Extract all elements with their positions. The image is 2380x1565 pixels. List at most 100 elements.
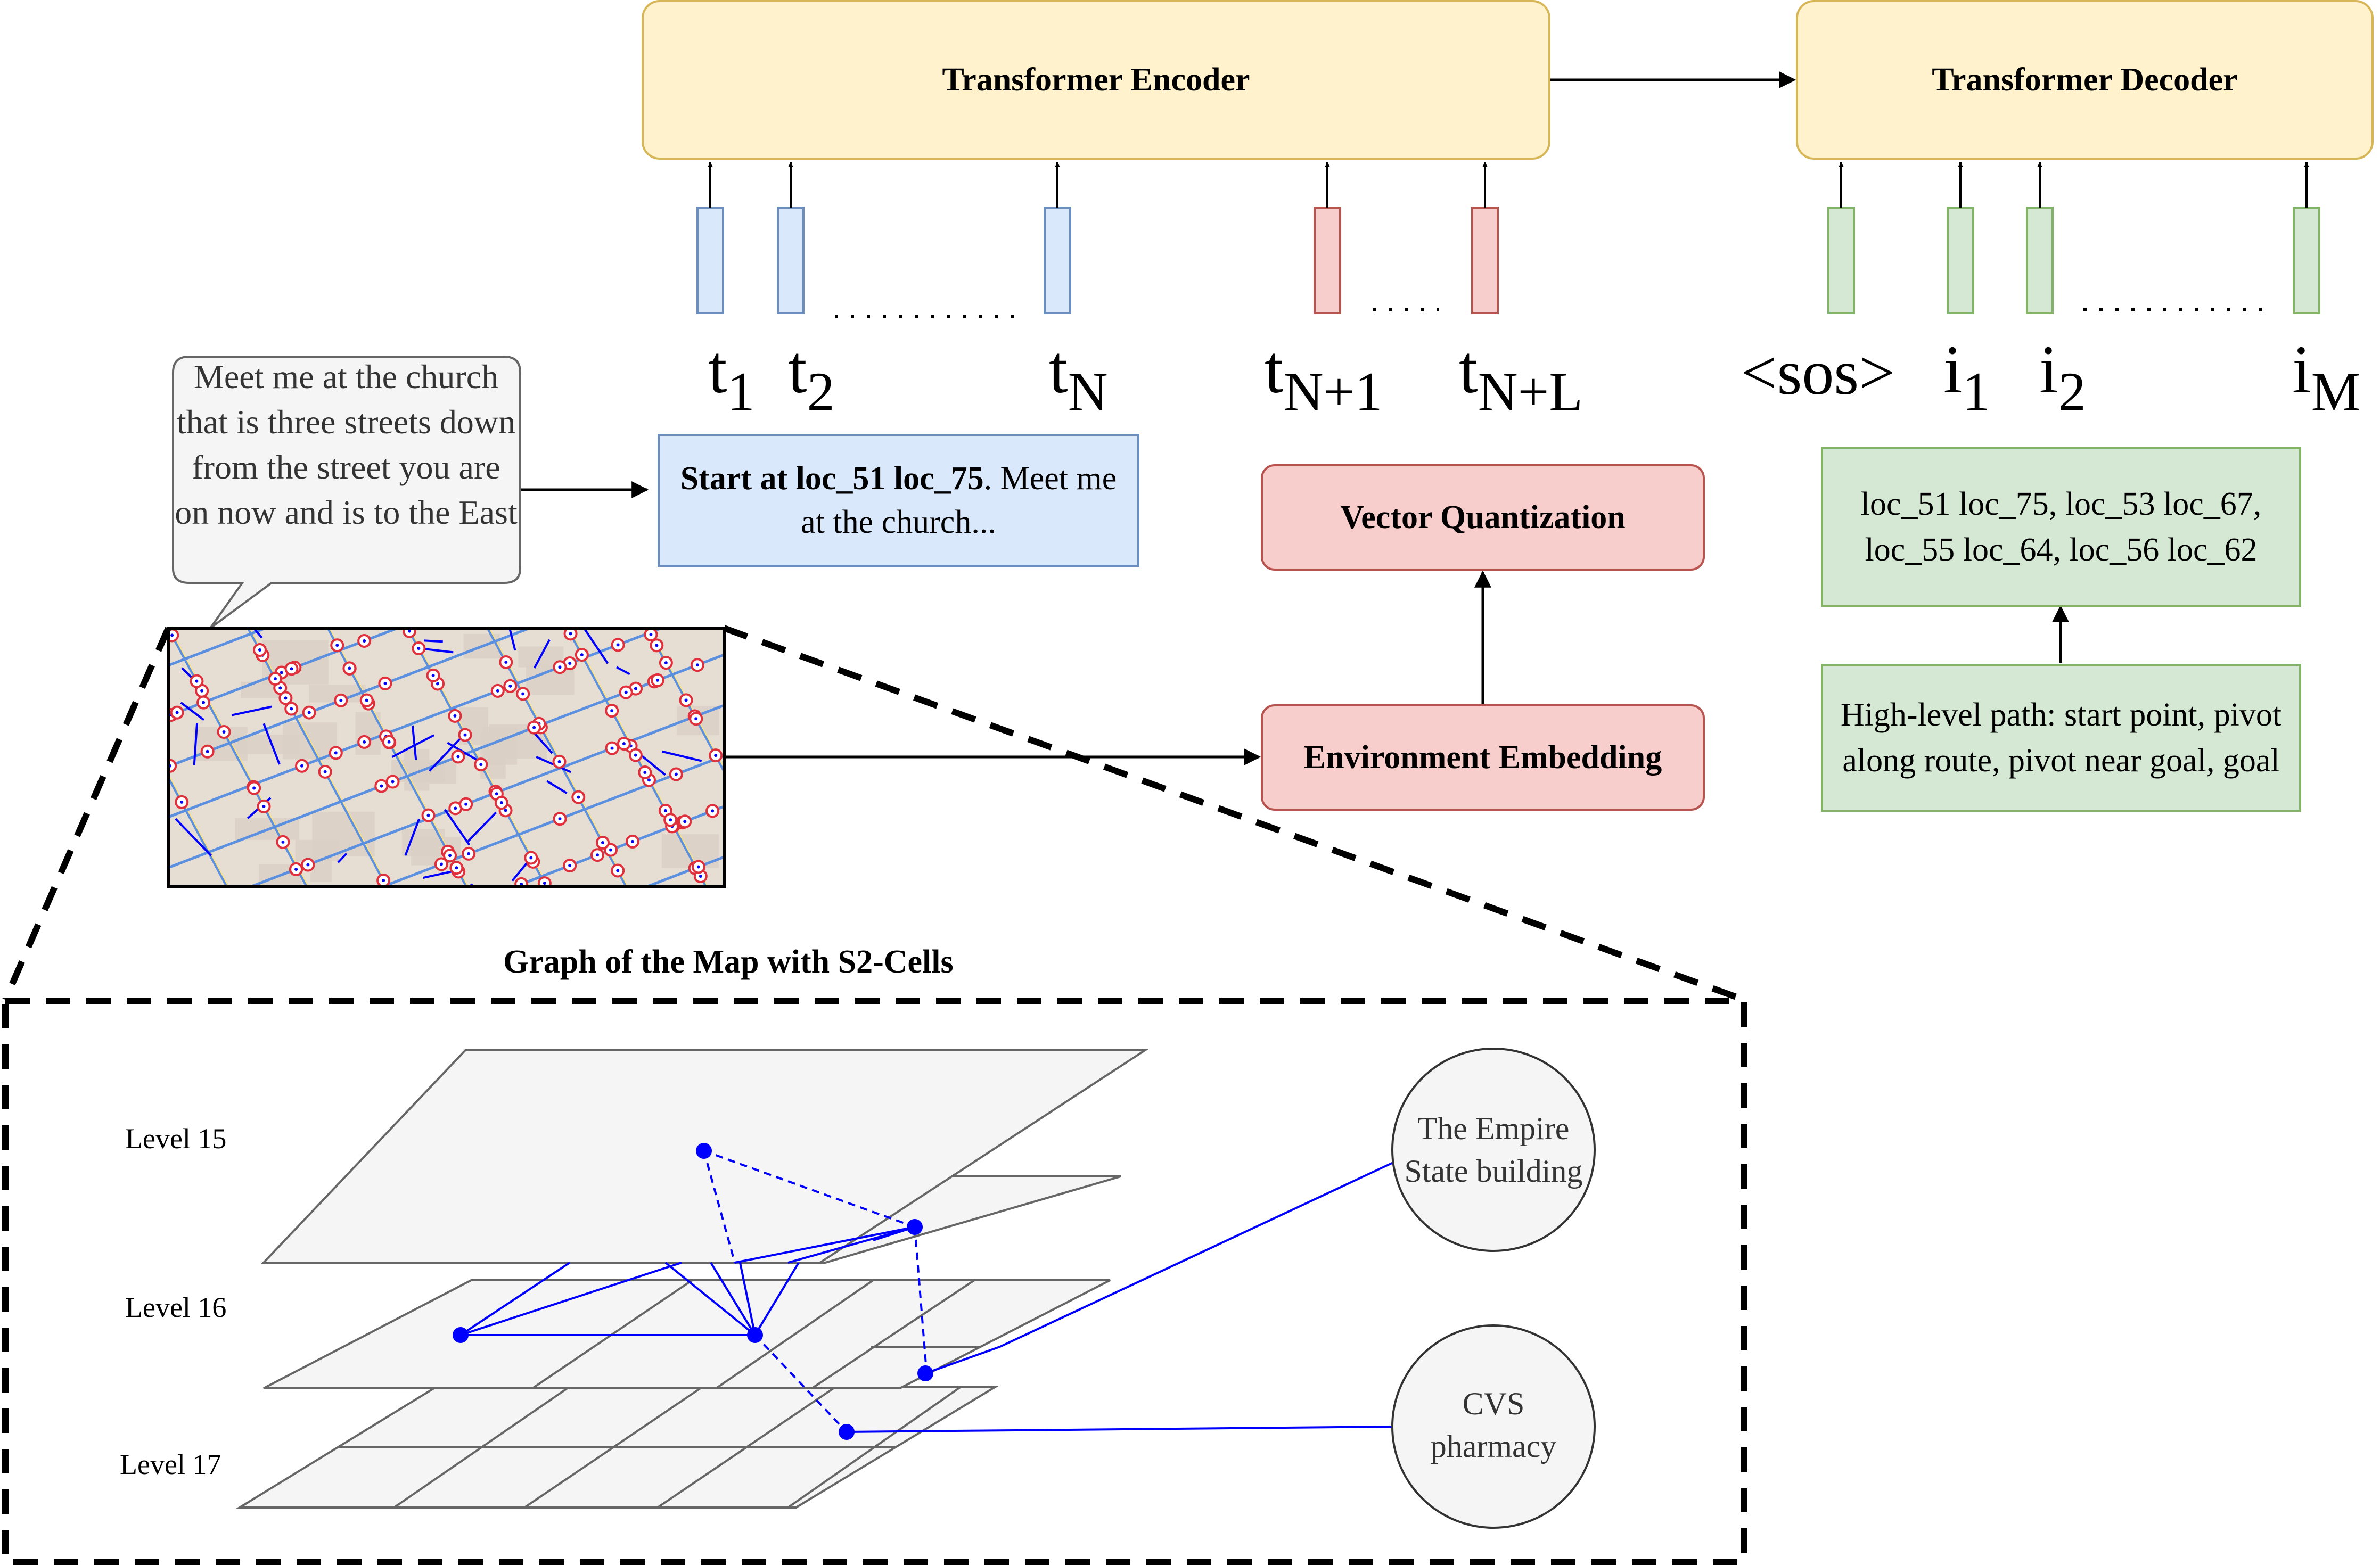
map-marker-dot: [643, 771, 647, 775]
landmark-cvs: [1391, 1324, 1596, 1529]
map-marker-dot: [649, 633, 653, 637]
map-marker-dot: [195, 679, 199, 683]
map-marker-dot: [464, 802, 468, 806]
speech-bubble: [172, 356, 521, 629]
map-marker-dot: [383, 681, 387, 685]
map-marker-dot: [634, 753, 637, 757]
level-16-label: Level 16: [125, 1291, 227, 1323]
vector-quantization-label: Vector Quantization: [1340, 499, 1626, 536]
token-tNL: tN+L: [1459, 332, 1583, 423]
map-marker-dot: [222, 730, 226, 734]
token-tN: tN: [1049, 332, 1108, 423]
token-bar-t2: [777, 207, 805, 314]
map-marker-dot: [300, 764, 304, 768]
map-marker-dot: [504, 660, 508, 664]
token-sos: <sos>: [1741, 337, 1895, 408]
map-marker-dot: [454, 806, 457, 810]
graph-edges: [459, 1159, 1398, 1433]
map-marker-dot: [273, 677, 277, 681]
token-iM: iM: [2292, 332, 2361, 423]
map-marker-dot: [262, 804, 266, 808]
map-marker-dot: [391, 780, 395, 784]
map-marker-dot: [622, 742, 626, 746]
graph-node: [453, 1327, 469, 1343]
token-bar-sos: [1827, 207, 1855, 314]
map-marker-dot: [307, 711, 311, 714]
map-marker-dot: [306, 863, 310, 867]
path-output-text: loc_51 loc_75, loc_53 loc_67, loc_55 loc…: [1860, 486, 2262, 568]
graph-node: [696, 1143, 712, 1159]
map-marker-dot: [711, 809, 715, 813]
graph-title: Graph of the Map with S2-Cells: [503, 944, 954, 980]
token-t2: t2: [788, 332, 835, 423]
high-level-path-box: High-level path: start point, pivot alon…: [1821, 664, 2301, 812]
map-marker-dot: [595, 853, 599, 857]
map-marker-dot: [290, 667, 293, 671]
map-marker-dot: [323, 770, 327, 773]
map-marker-dot: [634, 687, 637, 690]
map-marker-dot: [496, 689, 499, 693]
vector-quantization: Vector Quantization: [1261, 464, 1705, 571]
level-17-label: Level 17: [120, 1448, 221, 1480]
encoder-input-rest: . Meet me at the church...: [801, 460, 1117, 540]
map-marker-dot: [294, 868, 298, 871]
map-marker-dot: [170, 633, 174, 637]
map-marker-dot: [601, 841, 605, 844]
map-marker-dot: [365, 698, 368, 702]
map-marker-dot: [479, 763, 483, 767]
map-marker-dot: [335, 644, 339, 647]
landmark-cvs-label: CVS pharmacy: [1430, 1386, 1557, 1464]
map-marker-dot: [669, 818, 672, 822]
encoder-token-bars: [696, 207, 1499, 314]
map-marker-dot: [200, 689, 204, 693]
map-marker-dot: [463, 733, 467, 737]
map-marker-dot: [558, 665, 562, 669]
map-marker-dot: [180, 800, 184, 804]
map-marker-dot: [290, 707, 293, 711]
graph-node: [917, 1365, 933, 1381]
map-marker-dot: [580, 653, 584, 657]
map-marker-dot: [699, 875, 702, 878]
bar-arrows: [708, 162, 2309, 208]
map-marker: [514, 877, 529, 886]
map-marker-dot: [655, 644, 659, 647]
map-marker-dot: [426, 813, 430, 817]
landmark-empire-state: [1391, 1048, 1596, 1252]
transformer-encoder-label: Transformer Encoder: [942, 61, 1250, 98]
map-marker-dot: [656, 678, 660, 682]
high-level-path-text: High-level path: start point, pivot alon…: [1840, 697, 2282, 779]
map-marker-dot: [417, 647, 421, 650]
map-marker-dot: [577, 795, 580, 799]
map-marker-dot: [695, 663, 699, 667]
map-thumbnail: [167, 627, 726, 888]
map-marker-dot: [495, 792, 498, 796]
transformer-encoder: Transformer Encoder: [642, 0, 1550, 160]
decoder-token-bars: [1827, 207, 2320, 314]
map-marker-dot: [532, 726, 536, 729]
graph-node: [839, 1424, 855, 1440]
graph-node: [747, 1327, 763, 1343]
graph-node: [907, 1219, 923, 1235]
map-marker-dot: [448, 854, 452, 858]
map-marker-dot: [683, 820, 687, 823]
map-marker-dot: [609, 848, 613, 852]
map-marker-dot: [284, 696, 288, 700]
speech-bubble-text: Meet me at the church that is three stre…: [175, 358, 518, 531]
map-marker-dot: [610, 709, 614, 713]
zoom-lines: [2, 625, 1745, 1003]
map-marker-dot: [281, 840, 285, 844]
map-marker-dot: [610, 746, 614, 750]
map-marker-dot: [630, 839, 634, 843]
map-marker-dot: [508, 684, 512, 688]
transformer-decoder: Transformer Decoder: [1796, 0, 2374, 160]
map-marker-dot: [456, 755, 460, 759]
token-i1: i1: [1943, 332, 1990, 423]
map-marker-dot: [624, 690, 628, 694]
map-marker-dot: [252, 786, 256, 790]
map-marker-dot: [380, 784, 383, 788]
map-marker-dot: [568, 864, 572, 868]
map-marker-dot: [499, 801, 503, 805]
map-marker-dot: [569, 632, 572, 636]
map-marker-dot: [664, 661, 668, 665]
